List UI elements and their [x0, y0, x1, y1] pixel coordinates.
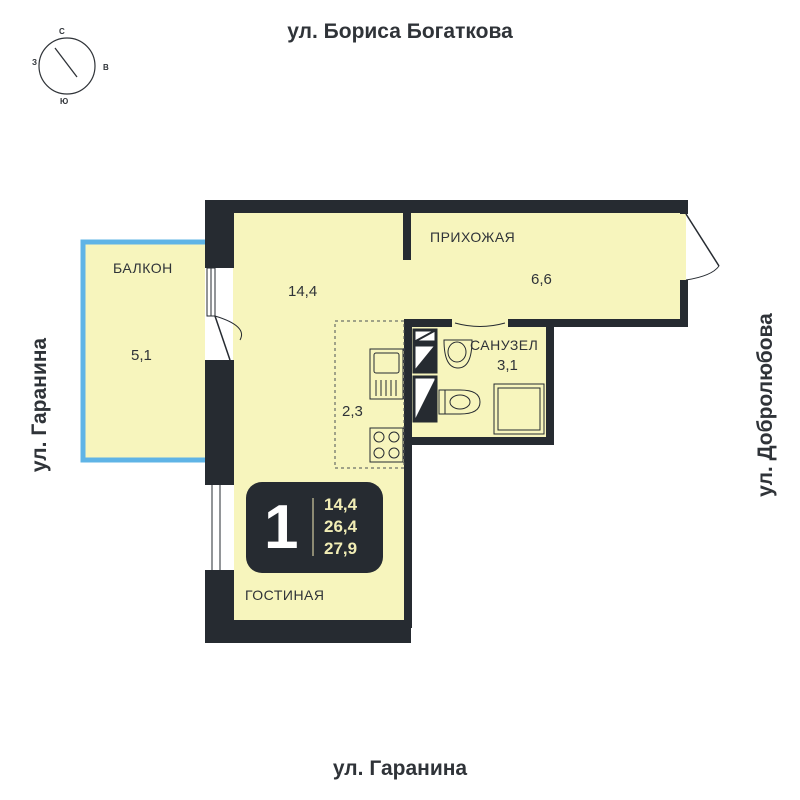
bathroom-label: САНУЗЕЛ [470, 337, 539, 353]
balcony-door-icon [206, 267, 242, 361]
balcony-railing [80, 239, 205, 463]
entrance-door-icon [685, 213, 720, 281]
walls [205, 200, 688, 643]
balcony-area: 5,1 [131, 347, 152, 364]
bathroom-door-icon [454, 322, 506, 327]
compass-west-label: З [32, 58, 38, 67]
ventilation-shafts-icon [412, 328, 438, 423]
bathroom-area: 3,1 [497, 357, 518, 374]
compass-south-label: Ю [60, 97, 69, 106]
kitchen-sink-icon [369, 348, 404, 400]
balcony-floor [83, 242, 205, 460]
living-area-value: 14,4 [324, 495, 358, 514]
hallway-area: 6,6 [531, 271, 552, 288]
total-with-balcony-value: 27,9 [324, 539, 358, 558]
street-top: ул. Бориса Богаткова [287, 20, 513, 43]
compass-icon [38, 37, 96, 95]
kitchen-area: 2,3 [342, 403, 363, 420]
living-label: ГОСТИНАЯ [245, 587, 325, 603]
shower-icon [493, 383, 545, 435]
compass-east-label: В [103, 63, 109, 72]
living-window-icon [205, 485, 234, 570]
badge-divider [312, 498, 314, 556]
apartment-summary-badge: 1 14,4 26,4 27,9 [246, 482, 383, 573]
kitchen-stove-icon [369, 427, 404, 463]
main-area: 14,4 [288, 283, 318, 300]
toilet-icon [438, 389, 481, 415]
balcony-label: БАЛКОН [113, 260, 173, 276]
rooms-count: 1 [264, 493, 299, 562]
street-bottom: ул. Гаранина [332, 757, 468, 780]
badge-areas: 14,4 26,4 27,9 [324, 494, 357, 560]
hallway-label: ПРИХОЖАЯ [430, 229, 516, 245]
total-area-value: 26,4 [324, 517, 358, 536]
bathroom-sink-icon [443, 339, 473, 369]
compass-north-label: С [59, 27, 65, 36]
